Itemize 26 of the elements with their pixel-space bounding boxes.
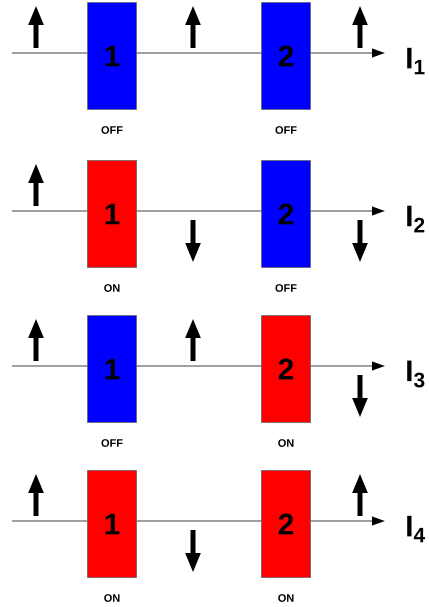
state-label: OFF	[276, 126, 297, 134]
cell-box: 1	[87, 2, 137, 110]
cell-box: 1	[87, 315, 137, 423]
cell-box: 2	[261, 2, 311, 110]
state-label: OFF	[102, 439, 123, 447]
line	[136, 520, 262, 522]
cell-box: 2	[261, 470, 311, 578]
state-label: ON	[104, 594, 120, 602]
line	[12, 52, 88, 54]
state-label: ON	[278, 594, 294, 602]
cell-box: 2	[261, 160, 311, 268]
line	[12, 210, 88, 212]
line	[136, 210, 262, 212]
state-label: ON	[104, 284, 120, 292]
cell-box: 2	[261, 315, 311, 423]
line	[12, 520, 88, 522]
current-label: I$_{3}$	[407, 360, 424, 388]
state-label: OFF	[276, 284, 297, 292]
current-label: I$_{4}$	[407, 516, 426, 542]
cell-box: 1	[87, 160, 137, 268]
current-label: I$_{1}$	[407, 48, 425, 74]
current-label: I$_{2}$	[407, 206, 424, 232]
state-label: OFF	[102, 126, 123, 134]
line	[136, 52, 262, 54]
cell-box: 1	[87, 470, 137, 578]
state-label: ON	[278, 439, 294, 447]
